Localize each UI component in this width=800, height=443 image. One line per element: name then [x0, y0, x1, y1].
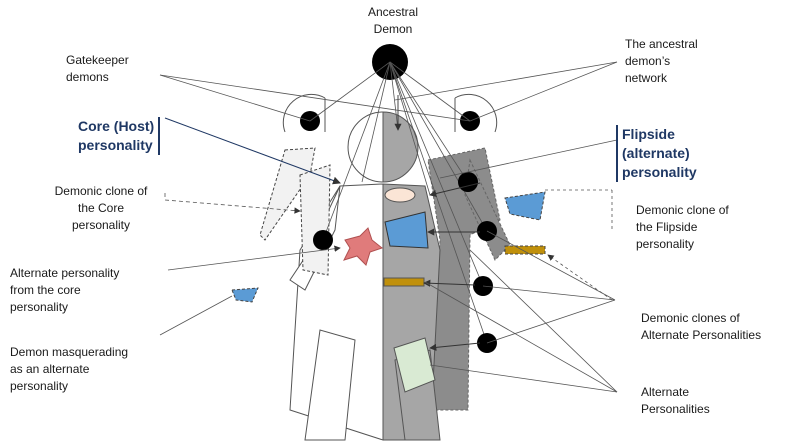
label-demon-masquerading: Demon masquerading as an alternate perso… [10, 345, 129, 393]
masquerading-clone-blue [231, 287, 259, 303]
label-core-personality: Core (Host) personality [78, 117, 161, 155]
alternate-green-segment [393, 337, 436, 393]
flipside-clone-blue [504, 191, 546, 221]
core-blue-segment [384, 211, 429, 249]
label-alternate-personalities: Alternate Personalities [641, 385, 710, 416]
label-demonic-clone-flipside: Demonic clone of the Flipside personalit… [636, 203, 729, 251]
label-alternate-from-core: Alternate personality from the core pers… [10, 266, 120, 314]
gatekeeper-left [282, 93, 326, 133]
heart-star [343, 227, 384, 266]
label-demonic-clones-alternates: Demonic clones of Alternate Personalitie… [641, 311, 762, 342]
core-clone-outline [259, 147, 331, 276]
core-clone-demon [313, 230, 333, 250]
label-flipside-personality: Flipside (alternate) personality [616, 125, 697, 182]
alternate-clone-orange [504, 245, 546, 255]
label-ancestral-network: The ancestral demon’s network [625, 37, 698, 85]
body-demons [313, 172, 497, 353]
ancestral-network-lines [309, 61, 488, 344]
core-orange-bar [383, 277, 425, 287]
label-gatekeeper-demons: Gatekeeper demons [66, 53, 129, 84]
label-ancestral-demon: Ancestral Demon [367, 5, 419, 36]
flipside-clone-demon [458, 172, 478, 192]
label-demonic-clone-core: Demonic clone of the Core personality [54, 184, 148, 232]
throat-ellipse [384, 187, 416, 203]
